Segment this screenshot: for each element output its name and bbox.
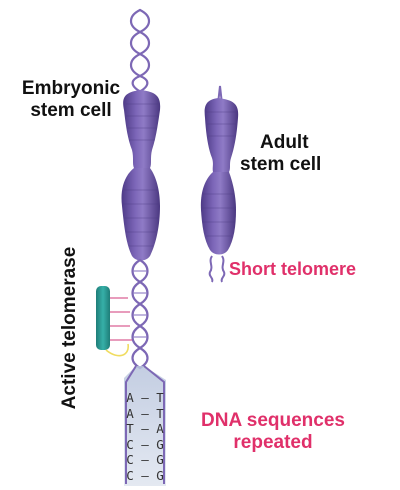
base-pair-row: A–T [123, 406, 167, 422]
base-pair-row: C–G [123, 452, 167, 468]
base-pair-bond: – [141, 421, 149, 437]
base-pair-bond: – [141, 405, 149, 421]
base-right: G [156, 452, 164, 468]
base-left: A [126, 405, 134, 421]
base-right: G [156, 436, 164, 452]
unwound-strands [124, 365, 166, 486]
adult-stem-cell-label: Adult stem cell [240, 132, 360, 176]
base-pair-bond: – [141, 436, 149, 452]
base-pair-row: T–A [123, 421, 167, 437]
telomerase-enzyme [96, 286, 132, 357]
embryonic-label-line1: Embryonic [21, 78, 121, 99]
base-pair-bond: – [141, 390, 149, 405]
base-left: A [126, 390, 134, 405]
base-left: C [126, 436, 134, 452]
top-dna-helix [129, 8, 151, 94]
dna-label-line1: DNA sequences [201, 410, 345, 431]
embryonic-stem-cell-label: Embryonic stem cell [10, 78, 132, 122]
embryonic-label-line2: stem cell [30, 99, 112, 121]
base-right: T [156, 390, 164, 405]
base-pair-row: C–G [123, 468, 167, 484]
dna-label-line2: repeated [233, 431, 313, 453]
lower-dna-helix [131, 258, 149, 370]
base-right: G [156, 467, 164, 483]
base-right: T [156, 405, 164, 421]
base-pair-row: A–T [123, 390, 167, 406]
base-pair-row: C–G [123, 437, 167, 453]
base-left: C [126, 467, 134, 483]
short-telomere-label: Short telomere [229, 259, 357, 279]
adult-label-line1: Adult [260, 132, 309, 153]
active-telomerase-text: Active telomerase [59, 246, 80, 410]
embryonic-chromosome [121, 90, 161, 261]
base-pair-bond: – [141, 452, 149, 468]
base-right: A [156, 421, 164, 437]
base-left: C [126, 452, 134, 468]
base-left: T [126, 421, 134, 437]
adult-label-line2: stem cell [240, 153, 322, 175]
base-pair-bond: – [141, 467, 149, 483]
adult-chromosome [200, 85, 239, 283]
dna-sequences-label: DNA sequences repeated [178, 410, 368, 454]
